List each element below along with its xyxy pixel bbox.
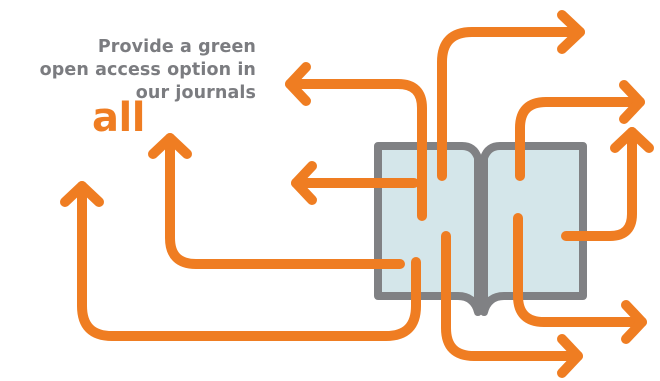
headline-line-2: open access option in	[39, 60, 256, 80]
arrow-up-left	[285, 62, 427, 221]
arrow-left-short	[291, 161, 419, 205]
arrow-far-left	[60, 181, 421, 341]
arrow-right-mid	[561, 127, 654, 241]
headline-emphasis-all: all	[92, 95, 145, 141]
arrow-right-lower	[513, 213, 647, 344]
headline-line-3: our journals	[135, 83, 256, 103]
arrow-right-upper	[515, 80, 645, 181]
book-right-page	[480, 142, 587, 316]
arrow-mid-left	[148, 133, 405, 269]
headline: Provide a green open access option in ou…	[0, 36, 256, 138]
arrow-bottom-right	[441, 231, 583, 378]
open-book-icon	[374, 142, 587, 316]
arrow-top-right	[437, 10, 585, 181]
headline-line-1: Provide a green	[97, 37, 256, 57]
book-left-page	[374, 142, 482, 316]
